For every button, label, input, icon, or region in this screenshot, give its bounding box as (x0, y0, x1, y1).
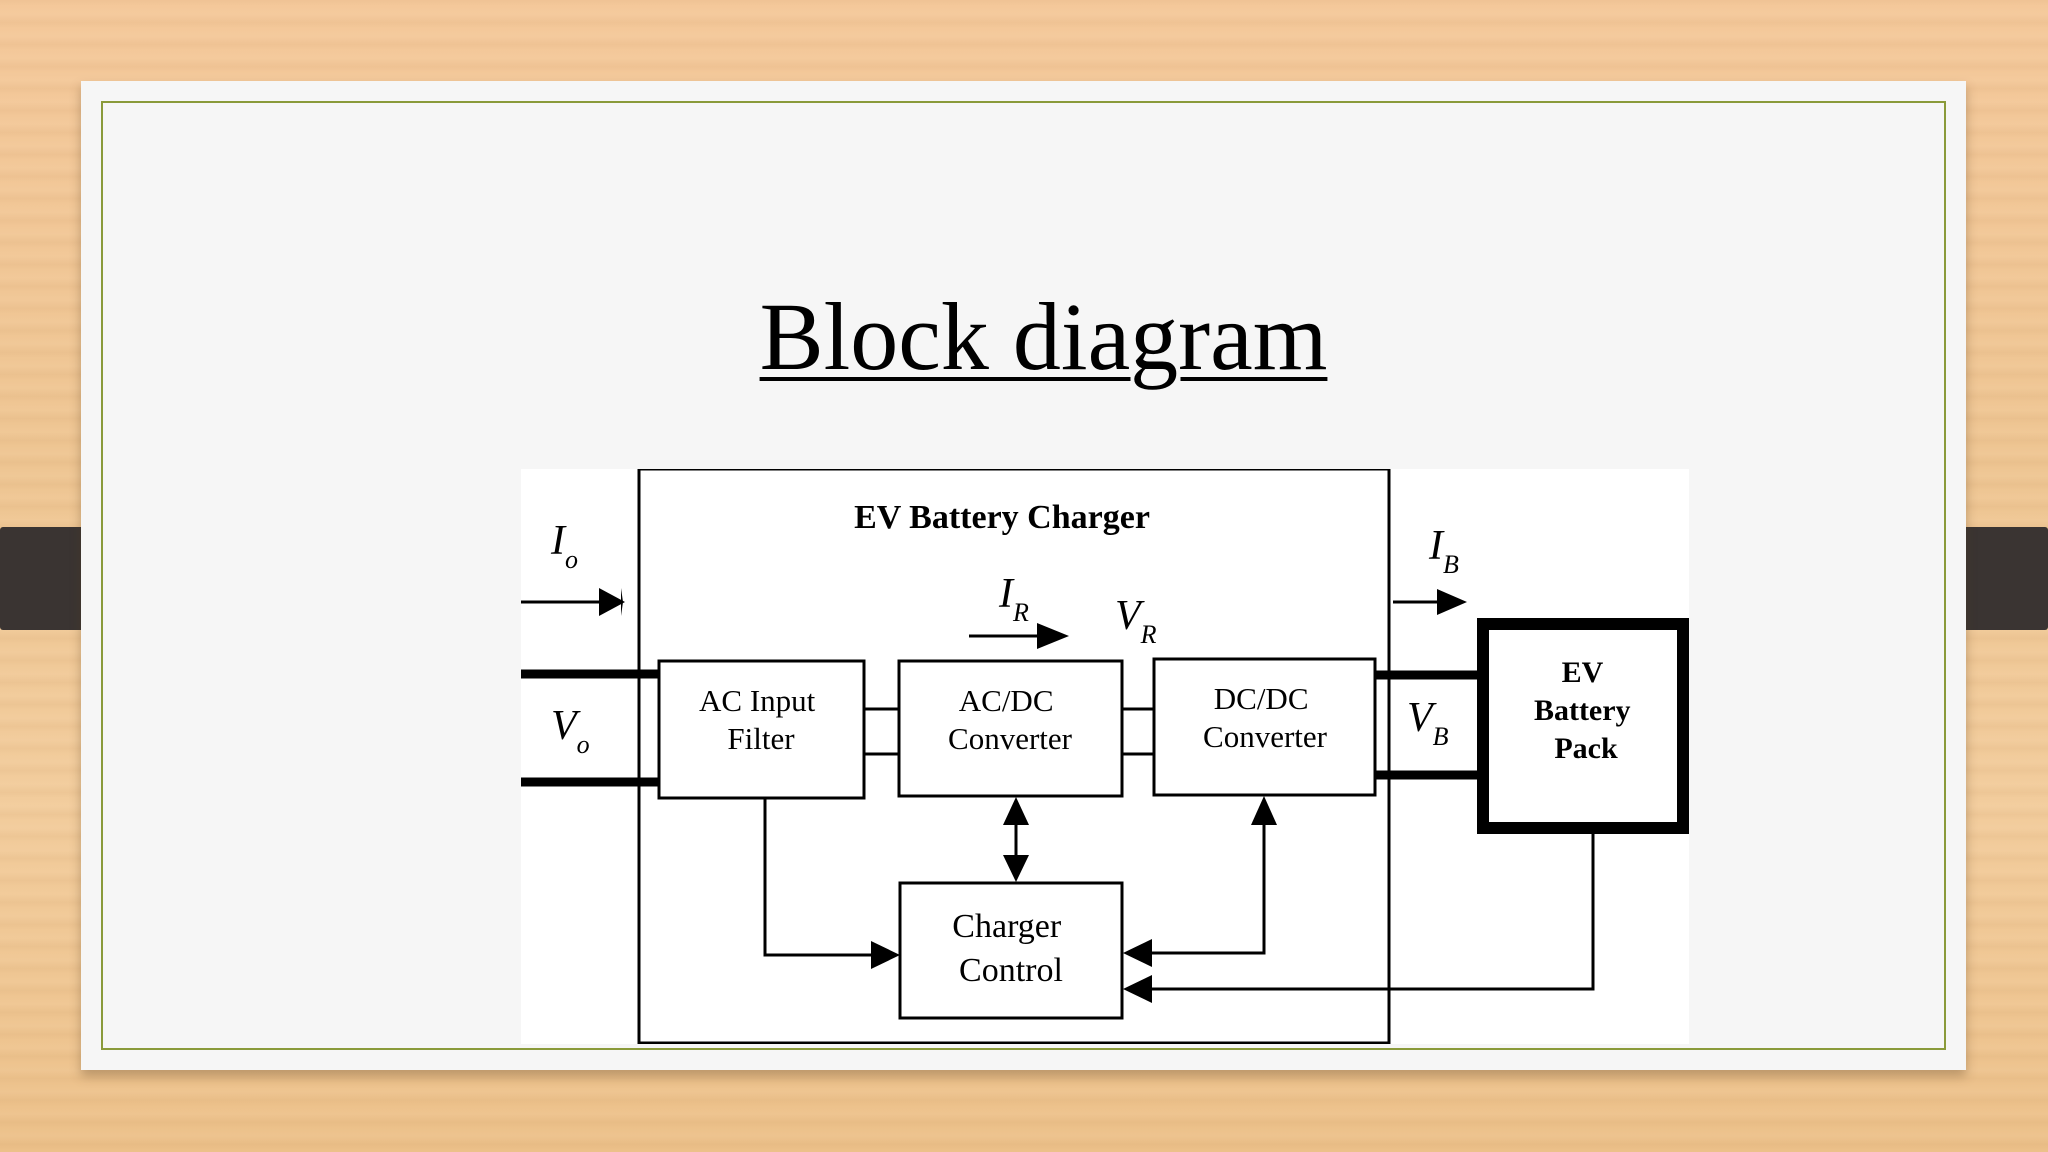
ac-dc-converter-label: AC/DC Converter (948, 683, 1073, 756)
svg-text:IB: IB (1428, 523, 1459, 579)
dc-dc-converter-block (1152, 657, 1377, 797)
filter-control-link (763, 798, 875, 957)
charger-control-label: Charger Control (952, 908, 1069, 989)
block-diagram-svg: EV Battery Charger Io Vo AC Input Filter (521, 467, 1689, 1045)
svg-text:Io: Io (550, 518, 578, 574)
dcdc-control-link (1149, 824, 1266, 955)
rectified-voltage-label: VR (1115, 593, 1157, 649)
ac-input-filter-label: AC Input Filter (699, 683, 823, 756)
ac-dc-converter-block (897, 659, 1124, 798)
rectified-current-label: IR (998, 571, 1029, 627)
charger-enclosure (637, 467, 1391, 1045)
slide-border (101, 101, 1946, 1050)
battery-voltage-label: VB (1407, 695, 1449, 751)
svg-text:VB: VB (1407, 695, 1449, 751)
battery-current-label: IB (1428, 523, 1459, 579)
svg-text:Vo: Vo (551, 703, 590, 759)
charger-control-block (898, 881, 1124, 1020)
block-diagram: EV Battery Charger Io Vo AC Input Filter (521, 467, 1689, 1045)
dc-dc-converter-label: DC/DC Converter (1203, 681, 1328, 754)
ev-battery-pack-label: EV Battery Pack (1534, 656, 1638, 765)
slide-card: Block diagram EV Battery Charger Io Vo (81, 81, 1966, 1070)
slide-title: Block diagram (759, 283, 1328, 390)
input-current-label: Io (550, 518, 578, 574)
ev-battery-pack-block (1477, 618, 1689, 834)
svg-text:IR: IR (998, 571, 1029, 627)
ac-input-filter-block (657, 659, 866, 800)
charger-enclosure-label: EV Battery Charger (854, 499, 1150, 536)
input-voltage-label: Vo (551, 703, 590, 759)
svg-text:VR: VR (1115, 593, 1157, 649)
battery-control-link (1149, 834, 1595, 991)
